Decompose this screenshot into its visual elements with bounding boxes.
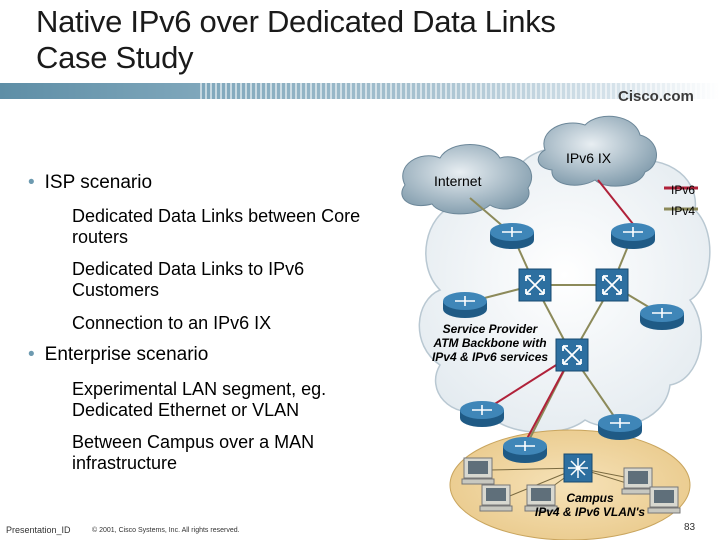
workstation-icon [479,484,513,512]
bullet-campus-man: Between Campus over a MAN infrastructure [72,432,315,473]
service-provider-label: Service Provider ATM Backbone with IPv4 … [418,322,562,364]
router-icon [640,304,684,330]
page-number: 83 [684,522,696,533]
slide-title-line2: Case Study [36,40,194,75]
bullet-ipv6-ix: Connection to an IPv6 IX [72,313,272,333]
bullet-dot-icon: • [28,172,35,193]
legend-ipv4-label: IPv4 [671,204,696,218]
footer-presentation-id: Presentation_ID [6,525,71,535]
router-icon [443,292,487,318]
ipv6-ix-label: IPv6 IX [566,150,612,166]
workstation-icon [621,467,655,495]
bullet-text: Enterprise scenario [44,344,209,365]
workstation-icon [647,486,681,514]
sp-line2: ATM Backbone with [433,336,547,350]
workstation-icon [461,457,495,485]
campus-label: Campus IPv4 & IPv6 VLAN's [520,491,660,519]
bullet-enterprise-scenario: • Enterprise scenario [28,344,208,365]
slide-title-line1: Native IPv6 over Dedicated Data Links [36,4,556,39]
atm-switch-icon [595,268,629,302]
atm-switch-icon [518,268,552,302]
campus-line2: IPv4 & IPv6 VLAN's [534,505,646,519]
campus-line1: Campus [566,491,614,505]
router-icon [460,401,504,427]
bullet-isp-scenario: • ISP scenario [28,172,152,193]
bullet-ipv6-customers: Dedicated Data Links to IPv6 Customers [72,259,305,300]
workstation-icon [524,484,558,512]
router-icon [490,223,534,249]
sp-line3: IPv4 & IPv6 services [431,350,549,364]
internet-cloud [401,144,533,215]
internet-label: Internet [434,173,482,189]
layer3-switch-icon [563,453,593,483]
ipv6-ix-cloud [537,115,657,187]
bullet-text: ISP scenario [44,172,153,193]
atm-switch-icon [555,338,589,372]
sp-line1: Service Provider [442,322,538,336]
legend-ipv6-label: IPv6 [671,183,696,197]
router-icon [503,437,547,463]
cisco-logo: Cisco.com [618,88,694,105]
footer-copyright: © 2001, Cisco Systems, Inc. All rights r… [92,527,240,534]
bullet-dot-icon: • [28,344,35,365]
router-icon [598,414,642,440]
slide-title: Native IPv6 over Dedicated Data Links Ca… [36,4,556,76]
bullet-experimental-lan: Experimental LAN segment, eg. Dedicated … [72,379,327,420]
header-bar-stripes [200,83,720,99]
router-icon [611,223,655,249]
bullet-core-routers: Dedicated Data Links between Core router… [72,206,361,247]
